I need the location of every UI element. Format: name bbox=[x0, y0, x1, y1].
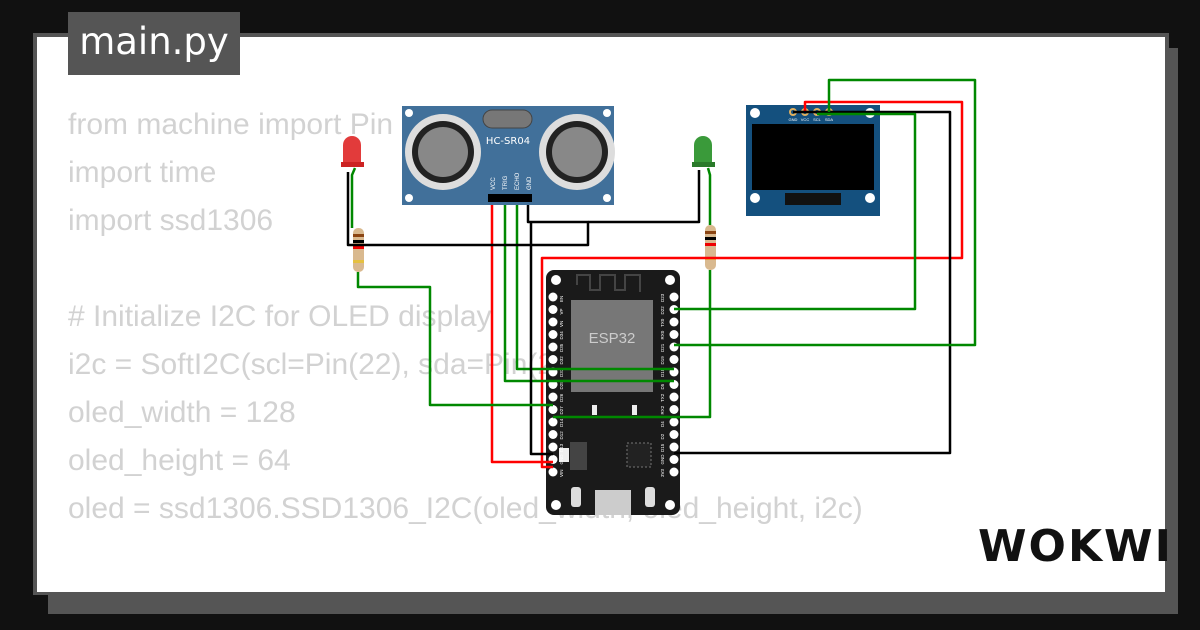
wire-gnd-sensor bbox=[346, 172, 590, 247]
esp32-pin[interactable] bbox=[669, 330, 679, 339]
esp32-pin-label: D25 bbox=[559, 381, 564, 390]
esp32-pin[interactable] bbox=[548, 392, 558, 402]
esp32-pin-label: D21 bbox=[660, 343, 665, 352]
esp32-pin-label: TX0 bbox=[660, 318, 665, 327]
pin-label: VCC bbox=[491, 177, 497, 190]
esp32-pin[interactable] bbox=[548, 292, 558, 302]
esp32-pin[interactable] bbox=[548, 317, 558, 327]
resistor[interactable] bbox=[705, 225, 716, 270]
esp32-pin-label: RX0 bbox=[660, 330, 665, 339]
wire-red-led-anode bbox=[350, 167, 553, 407]
esp32-pin-label: D26 bbox=[559, 393, 564, 402]
wire-trig bbox=[503, 205, 674, 383]
pin-label: SDA bbox=[825, 117, 834, 122]
esp32-pin[interactable] bbox=[669, 455, 679, 464]
esp32-pin[interactable] bbox=[548, 430, 558, 439]
esp32-pin[interactable] bbox=[548, 342, 558, 352]
wire-oled-gnd bbox=[674, 110, 952, 455]
pin-label: VCC bbox=[801, 117, 810, 122]
wire-oled-scl bbox=[674, 112, 917, 311]
esp32-pin-label: D32 bbox=[559, 356, 564, 365]
pin-label: ECHO bbox=[515, 172, 521, 190]
pin-label: GND bbox=[527, 176, 533, 190]
esp32-board[interactable]: ESP32 ENVPVND34D35D32D33D25D26D27D14D12D… bbox=[546, 270, 680, 515]
oled-display[interactable]: GND VCC SCL SDA bbox=[746, 105, 880, 216]
esp32-pin-label: VIN bbox=[559, 469, 564, 477]
esp32-label: ESP32 bbox=[589, 330, 636, 347]
red-led[interactable] bbox=[341, 136, 364, 167]
wire-vcc-oled bbox=[540, 100, 964, 469]
esp32-pin[interactable] bbox=[548, 330, 558, 339]
esp32-pin[interactable] bbox=[548, 442, 558, 452]
esp32-pin-label: VP bbox=[559, 308, 564, 314]
esp32-pin-label: D15 bbox=[660, 443, 665, 452]
pin-label: GND bbox=[789, 117, 798, 122]
esp32-pin-label: D33 bbox=[559, 368, 564, 377]
ultrasonic-label: HC-SR04 bbox=[486, 136, 530, 147]
wire-oled-sda bbox=[674, 78, 977, 347]
esp32-pin[interactable] bbox=[669, 392, 679, 402]
wire-green-led-anode bbox=[553, 167, 712, 419]
esp32-pin[interactable] bbox=[548, 467, 558, 477]
esp32-pin-label: D2 bbox=[660, 433, 665, 439]
esp32-pin-label: TX2 bbox=[660, 393, 665, 402]
esp32-pin-label: GND bbox=[559, 454, 564, 465]
wire-gnd-green-led bbox=[588, 170, 701, 224]
esp32-pin[interactable] bbox=[548, 305, 558, 314]
esp32-pin[interactable] bbox=[548, 405, 558, 414]
esp32-pin-label: D13 bbox=[559, 443, 564, 452]
esp32-pin-label: D23 bbox=[660, 293, 665, 302]
wire-gnd-esp bbox=[529, 222, 553, 456]
wire-echo bbox=[515, 205, 674, 371]
esp32-pin-label: D4 bbox=[660, 421, 665, 427]
esp32-pin-label: D14 bbox=[559, 418, 564, 427]
esp32-pin-label: RX2 bbox=[660, 405, 665, 414]
esp32-pin-label: EN bbox=[559, 296, 564, 302]
esp32-pin[interactable] bbox=[669, 430, 679, 439]
esp32-pin-label: D35 bbox=[559, 343, 564, 352]
esp32-pin[interactable] bbox=[669, 442, 679, 452]
wokwi-logo: WOKWI bbox=[978, 521, 1173, 572]
esp32-pin[interactable] bbox=[669, 317, 679, 327]
esp32-pin-label: D19 bbox=[660, 356, 665, 365]
esp32-pin-label: D18 bbox=[660, 368, 665, 377]
wires bbox=[346, 78, 977, 469]
esp32-pin[interactable] bbox=[669, 417, 679, 427]
resistor[interactable] bbox=[353, 228, 364, 272]
esp32-pin-label: VN bbox=[559, 321, 564, 327]
esp32-pin[interactable] bbox=[669, 405, 679, 414]
esp32-pin[interactable] bbox=[669, 292, 679, 302]
esp32-pin-label: 3V3 bbox=[660, 468, 665, 477]
esp32-pin-label: D22 bbox=[660, 306, 665, 315]
green-led[interactable] bbox=[692, 136, 715, 167]
ultrasonic-sensor[interactable]: HC-SR04 VCC TRIG ECHO GND bbox=[402, 106, 615, 205]
esp32-pin-label: D12 bbox=[559, 431, 564, 440]
code-line: oled_width = 128 bbox=[68, 396, 296, 429]
esp32-pin-label: D5 bbox=[660, 383, 665, 389]
pin-label: TRIG bbox=[503, 175, 509, 190]
esp32-pin-label: D34 bbox=[559, 331, 564, 340]
code-line: oled_height = 64 bbox=[68, 444, 291, 477]
file-tab[interactable]: main.py bbox=[68, 12, 240, 75]
wire-vcc-sensor bbox=[490, 205, 553, 464]
esp32-pin[interactable] bbox=[669, 355, 679, 364]
esp32-pin-label: GND bbox=[660, 454, 665, 465]
esp32-pin-label: D27 bbox=[559, 406, 564, 415]
esp32-pin[interactable] bbox=[548, 417, 558, 427]
pin-label: SCL bbox=[813, 117, 822, 122]
code-line: import time bbox=[68, 156, 217, 189]
esp32-pin[interactable] bbox=[669, 467, 679, 477]
code-line: import ssd1306 bbox=[68, 204, 274, 237]
code-line: # Initialize I2C for OLED display bbox=[68, 300, 492, 333]
code-line: from machine import Pin bbox=[68, 108, 394, 141]
esp32-pin[interactable] bbox=[548, 355, 558, 364]
